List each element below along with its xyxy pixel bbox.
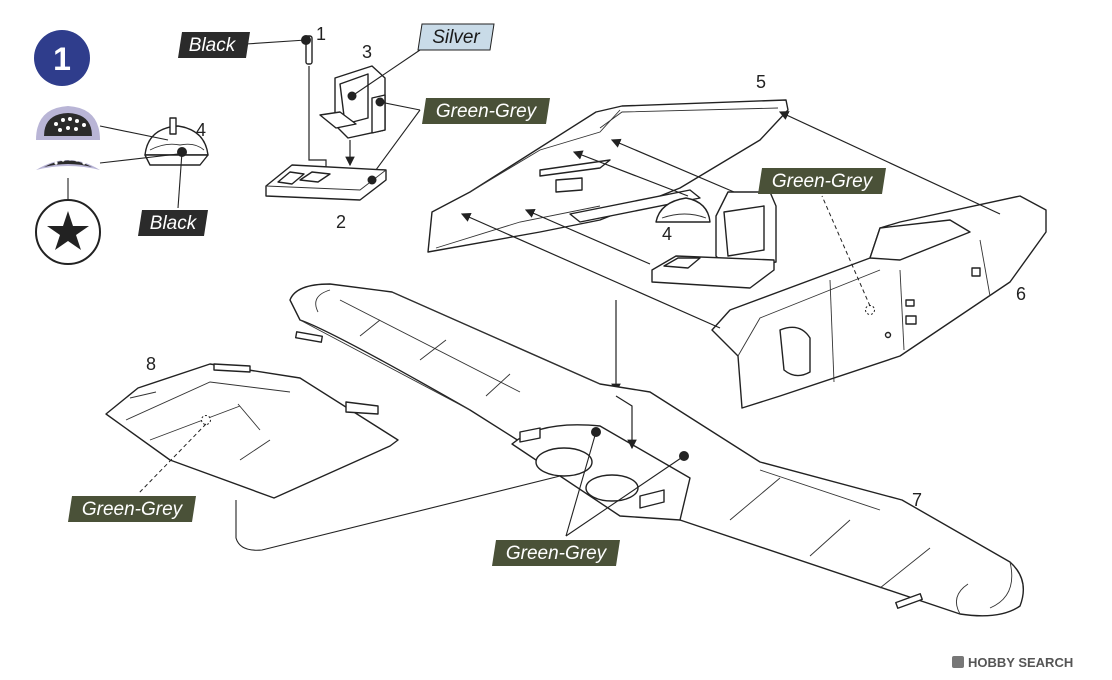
label-black-pin: Black [178, 32, 250, 58]
part-number-3: 3 [362, 42, 372, 62]
watermark-logo-icon [952, 656, 964, 668]
arrow-fuselage-join-b [778, 111, 1001, 215]
label-green-grey-fuselage-text: Green-Grey [772, 171, 874, 192]
part-number-8: 8 [146, 354, 156, 374]
label-black-panel-text: Black [150, 213, 198, 234]
leader-decal-panel-b [99, 153, 179, 164]
step-badge-circle [34, 30, 90, 86]
part-number-1: 1 [316, 24, 326, 44]
part-number-6: 6 [1016, 284, 1026, 304]
part-4-panel [144, 117, 209, 166]
leader-green-grey-flap [137, 423, 207, 495]
leader-green-grey-seat [379, 101, 421, 111]
label-black-pin-text: Black [189, 35, 237, 56]
part-number-4b: 4 [662, 224, 672, 244]
part-number-5: 5 [756, 72, 766, 92]
step-number: 1 [53, 41, 71, 77]
arrow-pin-to-floor [308, 66, 331, 180]
part-2-floor [265, 164, 387, 201]
part-6-fuselage-half [711, 195, 1047, 409]
part-8-flap [105, 363, 399, 499]
flap-placement-line [235, 475, 561, 551]
part-5-fuselage-half [427, 99, 789, 253]
arrow-floor-to-fuselage [524, 208, 651, 265]
step-badge: 1 [34, 30, 90, 86]
label-green-grey-wing-lower: Green-Grey [492, 540, 620, 566]
label-silver: Silver [417, 23, 495, 51]
part-number-4: 4 [196, 120, 206, 140]
leader-wing-a [565, 431, 597, 537]
arrow-seat-to-fuselage [610, 138, 735, 193]
label-green-grey-seat-text: Green-Grey [436, 101, 538, 122]
glue-point-flap [201, 415, 211, 425]
label-silver-text: Silver [432, 27, 480, 48]
part-number-7: 7 [912, 490, 922, 510]
arrow-fuselage-join-a [460, 213, 721, 329]
part-4-panel-installed [655, 197, 711, 223]
label-green-grey-wing-lower-text: Green-Grey [506, 543, 608, 564]
watermark-text: HOBBY SEARCH [968, 655, 1073, 670]
label-black-panel: Black [138, 210, 208, 236]
part-3-seat [319, 65, 386, 139]
instrument-panel-decal-icon [36, 106, 100, 170]
arrow-into-wing [615, 395, 637, 450]
watermark: HOBBY SEARCH [952, 655, 1073, 670]
part-3-seat-installed [651, 191, 777, 289]
leader-black-pin [245, 39, 307, 45]
leader-silver [351, 49, 421, 97]
label-green-grey-fuselage: Green-Grey [758, 168, 886, 194]
glue-point-fuselage [865, 305, 875, 315]
arrow-panel-to-fuselage [572, 150, 689, 197]
leader-green-grey-fuselage [821, 195, 871, 307]
label-green-grey-seat: Green-Grey [422, 98, 550, 124]
label-green-grey-flap-text: Green-Grey [82, 499, 184, 520]
label-green-grey-flap: Green-Grey [68, 496, 196, 522]
star-roundel-icon [35, 199, 101, 265]
leader-decal-panel-a [99, 125, 169, 141]
part-number-2: 2 [336, 212, 346, 232]
part-7-wing [289, 283, 1024, 617]
paint-point-floor [367, 175, 377, 185]
leader-black-panel [177, 151, 183, 209]
leader-wing-b [565, 455, 685, 537]
leader-green-grey-floor [369, 109, 421, 179]
